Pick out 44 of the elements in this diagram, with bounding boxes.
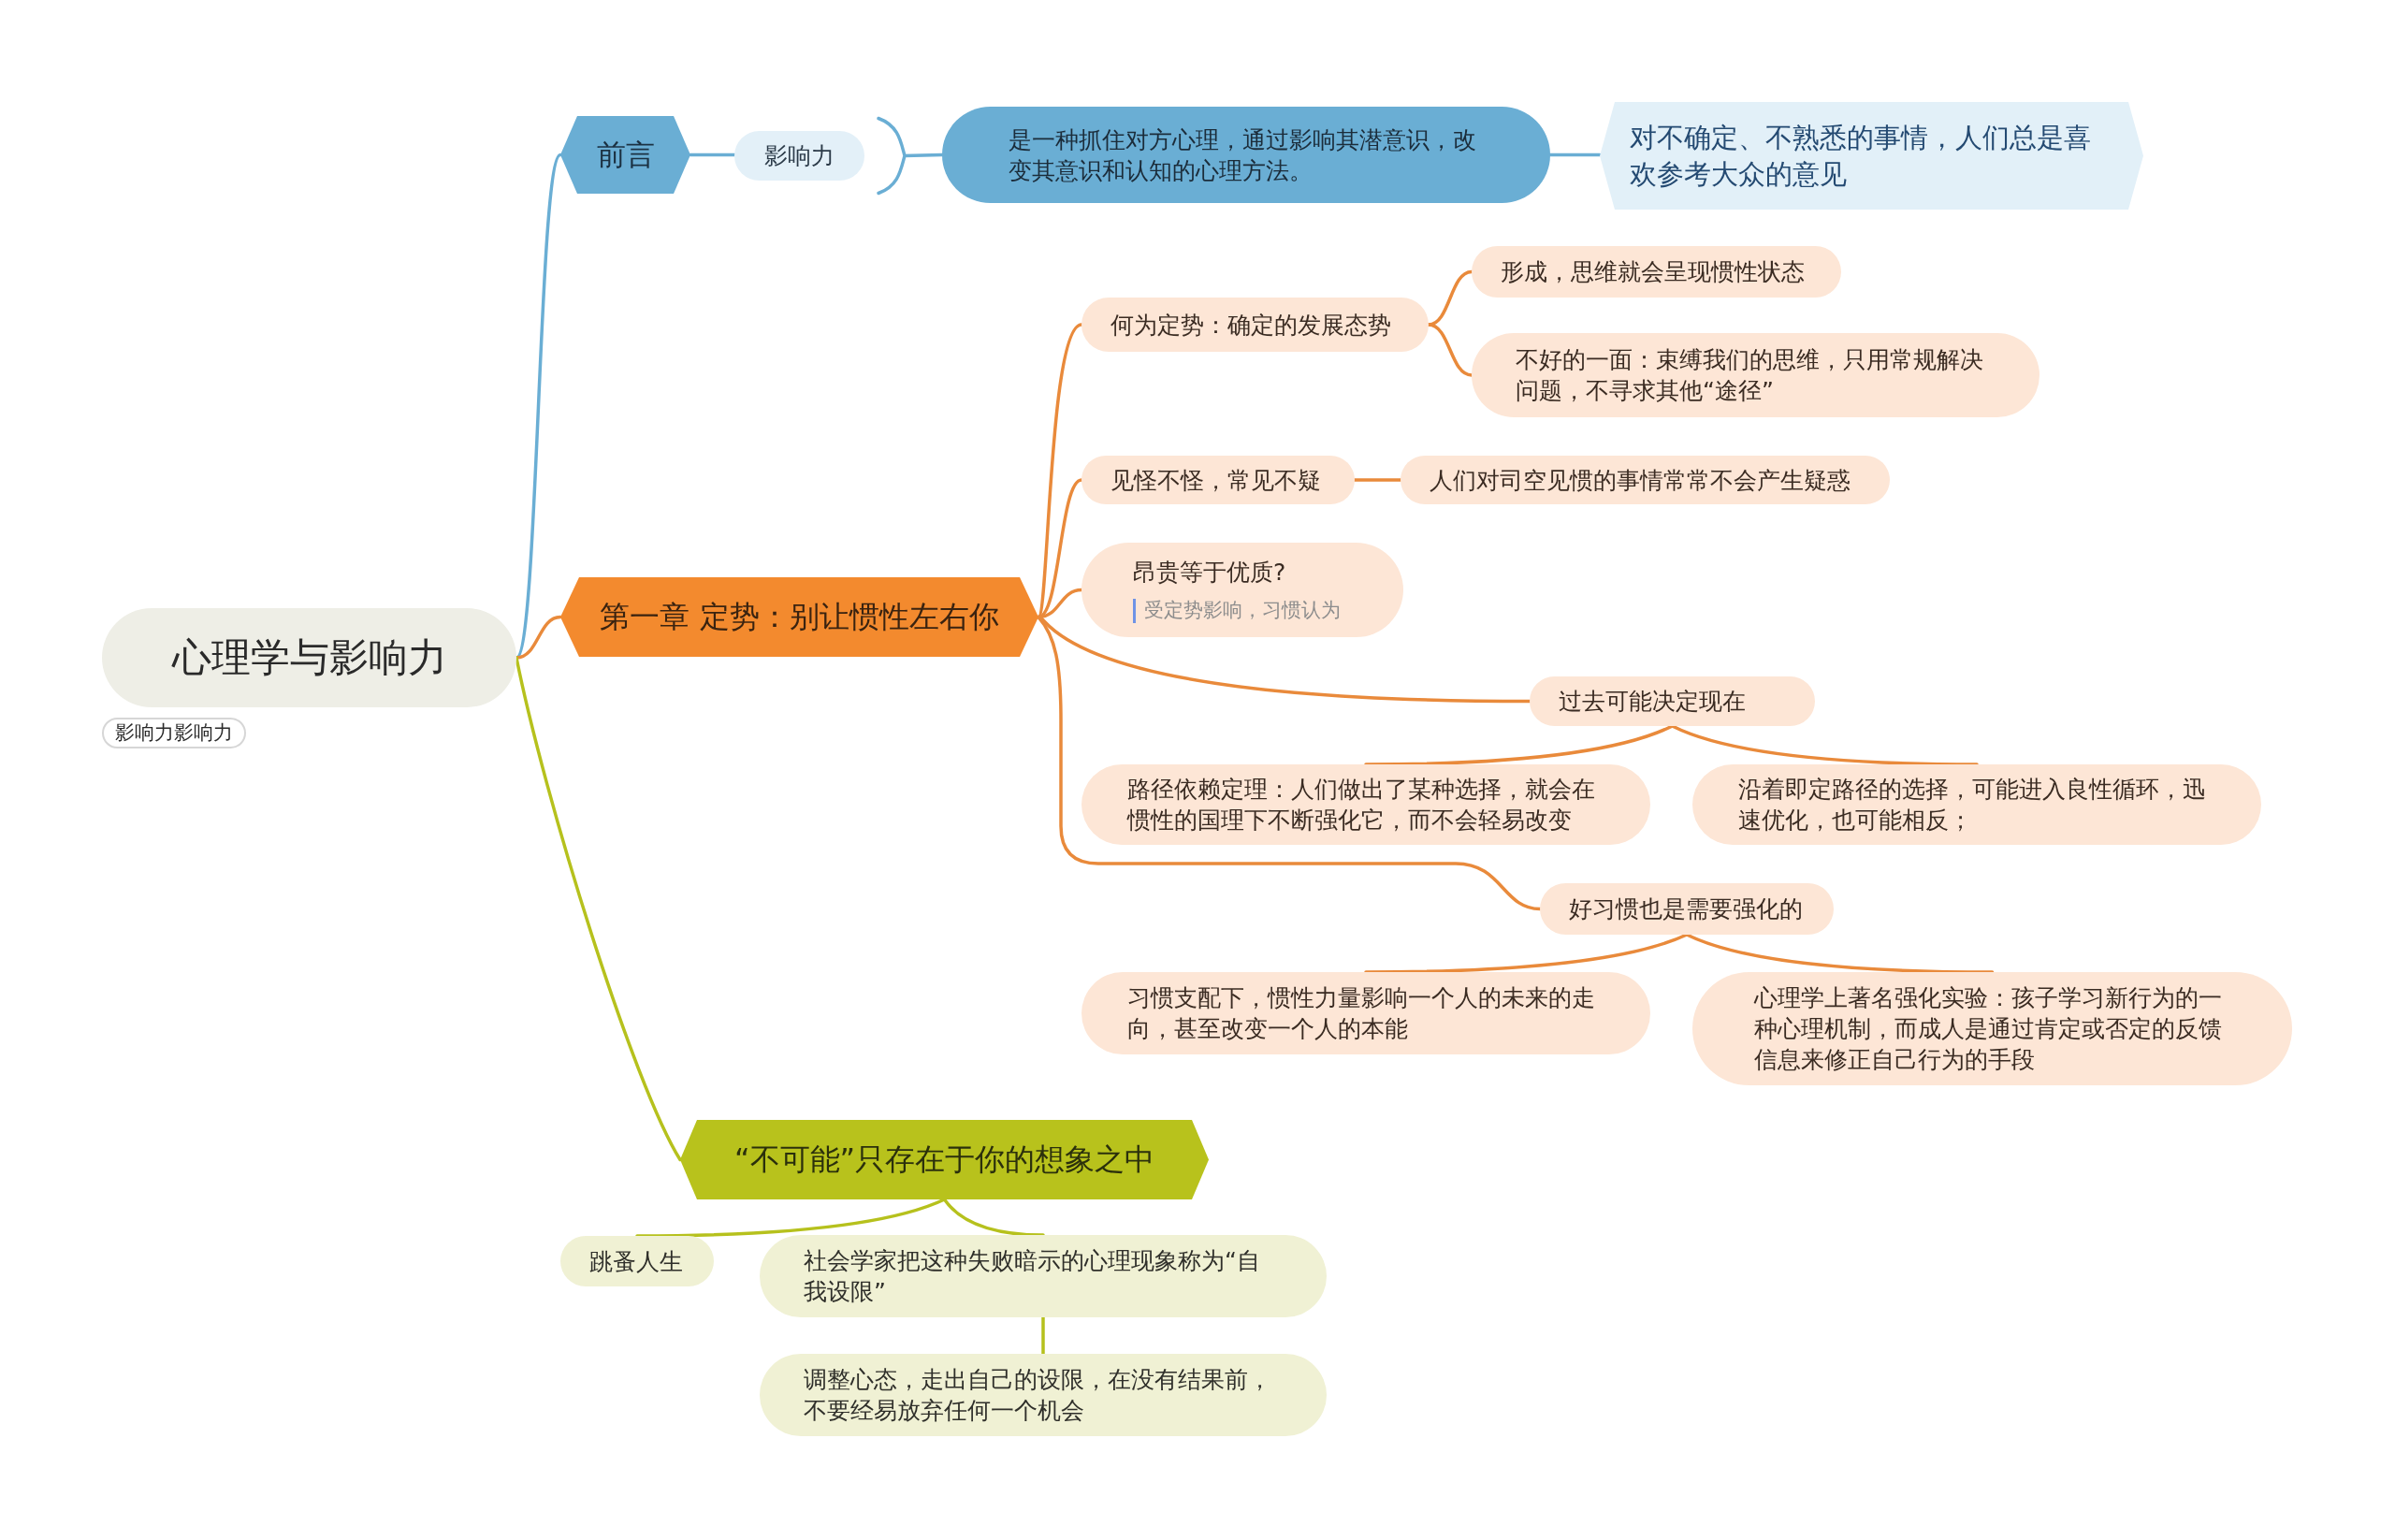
connector-line bbox=[1353, 478, 1402, 482]
connector-line bbox=[942, 1198, 1045, 1237]
topic-text: 心理学上著名强化实验：孩子学习新行为的一种心理机制，而成人是通过肯定或否定的反馈信息来修正自己行为的手段 bbox=[1754, 983, 2223, 1075]
summary-brace bbox=[877, 116, 944, 196]
topic-text: 好习惯也是需要强化的 bbox=[1569, 894, 1803, 924]
connector-line bbox=[1670, 724, 1979, 766]
topic-text: 习惯支配下，惯性力量影响一个人的未来的走向，甚至改变一个人的本能 bbox=[1127, 983, 1596, 1044]
subtopic-pill bbox=[734, 131, 864, 181]
topic-text: 路径依赖定理：人们做出了某种选择，就会在惯性的国理下不断强化它，而不会轻易改变 bbox=[1127, 775, 1596, 835]
topic-text: “不可能”只存在于你的想象之中 bbox=[733, 1140, 1155, 1180]
connector-line bbox=[1364, 933, 1689, 974]
topic-text: 跳蚤人生 bbox=[589, 1246, 683, 1277]
topic-text: 形成，思维就会呈现惯性状态 bbox=[1501, 257, 1805, 287]
topic-text: 第一章 定势：别让惯性左右你 bbox=[600, 598, 999, 637]
subtopic-pill bbox=[1530, 676, 1815, 726]
topic-text: 社会学家把这种失败暗示的心理现象称为“自我设限” bbox=[804, 1246, 1261, 1307]
topic-text: 前言 bbox=[596, 137, 655, 174]
connector-line bbox=[1364, 724, 1675, 766]
note-text: 受定势影响，习惯认为 bbox=[1133, 599, 1341, 623]
topic-text: 调整心态，走出自己的设限，在没有结果前，不要经易放弃任何一个机会 bbox=[804, 1365, 1272, 1426]
connector-line bbox=[1548, 153, 1602, 157]
connector-line bbox=[515, 615, 562, 660]
topic-text: 昂贵等于优质? bbox=[1133, 558, 1286, 588]
connector-line bbox=[1037, 615, 1542, 911]
topic-text: 过去可能决定现在 bbox=[1559, 687, 1746, 717]
topic-text: 心理学与影响力 bbox=[171, 633, 447, 683]
subtopic-pill bbox=[1401, 456, 1890, 504]
topic-text: 不好的一面：束缚我们的思维，只用常规解决问题，不寻求其他“途径” bbox=[1516, 345, 1984, 406]
connector-line bbox=[1037, 615, 1531, 704]
subtopic-pill bbox=[1081, 456, 1355, 504]
connector-line bbox=[1041, 1315, 1045, 1356]
topic-text: 影响力 bbox=[764, 141, 835, 171]
topic-text: 沿着即定路径的选择，可能进入良性循环，迅速优化，也可能相反； bbox=[1738, 775, 2207, 835]
connector-line bbox=[689, 153, 736, 157]
connector-line bbox=[1427, 323, 1473, 377]
tag-label: 影响力影响力 bbox=[102, 718, 246, 749]
connector-line bbox=[515, 656, 682, 1162]
topic-text: 人们对司空见惯的事情常常不会产生疑惑 bbox=[1430, 465, 1851, 496]
subtopic-pill bbox=[560, 1236, 714, 1286]
topic-text: 是一种抓住对方心理，通过影响其潜意识，改变其意识和认知的心理方法。 bbox=[1009, 124, 1477, 186]
topic-text: 何为定势：确定的发展态势 bbox=[1110, 310, 1391, 341]
topic-text: 见怪不怪，常见不疑 bbox=[1110, 465, 1321, 496]
topic-text: 对不确定、不熟悉的事情，人们总是喜欢参考大众的意见 bbox=[1630, 121, 2092, 192]
connector-line bbox=[1685, 933, 1995, 974]
